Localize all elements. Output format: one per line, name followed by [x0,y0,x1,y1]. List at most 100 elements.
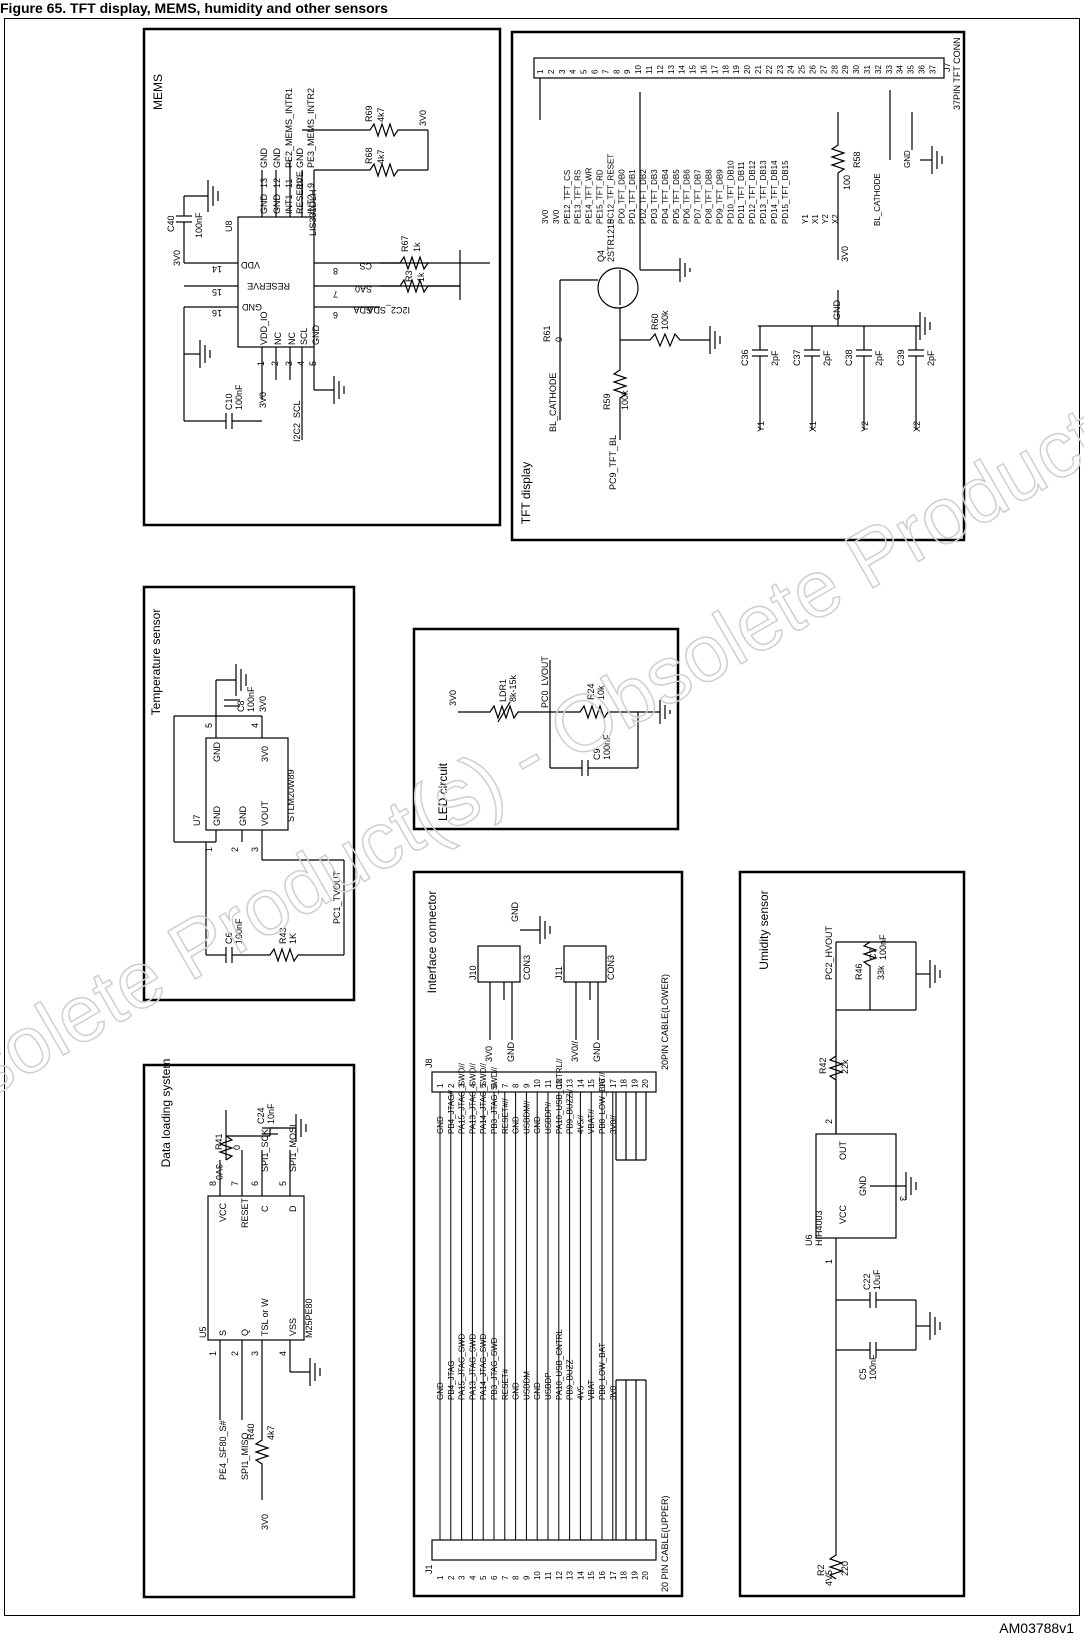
tft-r59-value: 100k [620,390,630,410]
mems-scl-net: I2C2_SCL [292,400,302,442]
mems-sda-net: I2C2_SDA [367,305,410,315]
data-pin-8-name: VCC [218,1202,228,1222]
iface-j1-pin-number: 11 [544,1571,553,1580]
tft-pin-number: 14 [678,65,687,74]
humid-in-net: 4V5 [824,1570,834,1586]
mems-gnd-10: GND [295,148,305,169]
iface-j8-pin-number: 15 [587,1079,596,1088]
iface-j8-name: 20PIN CABLE(LOWER) [660,974,670,1070]
iface-j1-pin-number: 15 [587,1571,596,1580]
tft-gnd-label: GND [832,300,842,321]
iface-j8-pin-number: 12 [555,1079,564,1088]
iface-j1-pin-number: 16 [598,1571,607,1580]
tft-title: TFT display [519,462,533,524]
tft-pin-number: 20 [743,65,752,74]
data-s-net: PE4_SF80_S# [218,1420,228,1480]
mems-pin-2-name: NC [273,332,283,345]
mems-pin-1-name: VDD_IO [259,311,269,345]
iface-j8-pin-number: 19 [630,1079,639,1088]
iface-j8-pin-number: 4 [468,1083,477,1088]
temp-pin-2-name: GND [238,806,248,827]
tft-net-label: PD15_TFT_DB15 [781,160,790,224]
mems-pin-1-num: 1 [256,361,266,366]
mems-pin-10-name: RESERVE [295,171,305,214]
tft-pin-number: 22 [765,65,774,74]
tft-c36-value: 2pF [770,350,780,366]
temp-out-net: PC1_TVOUT [332,870,342,924]
tft-pin-number: 36 [918,65,927,74]
mems-title: MEMS [151,74,165,110]
tft-pin-number: 23 [776,65,785,74]
iface-net-right: PB4_JTAG// [447,1089,456,1134]
iface-j8-pin-number: 1 [436,1083,445,1088]
tft-bl-net: PC9_TFT_BL [608,435,618,490]
mems-chip-part: LIS331DLH [308,189,318,236]
led-title: LED circuit [436,762,450,821]
led-panel-box [412,627,680,831]
data-pin-3-num: 3 [250,1351,260,1356]
iface-j8-pin-number: 10 [533,1079,542,1088]
led-c9-ref: C9 [592,748,602,760]
data-pin-2-name: Q [240,1329,250,1336]
iface-j1-ref: J1 [424,1564,434,1574]
tft-bl-cathode-left: BL_CATHODE [548,373,558,432]
tft-pin-number: 15 [689,65,698,74]
iface-j8-pin-number: 9 [522,1083,531,1088]
humid-pin-2-name: OUT [838,1141,848,1161]
iface-j8-pin-number: 7 [501,1083,510,1088]
iface-title: Interface connector [425,891,439,994]
led-r24-ref: R24 [586,683,596,700]
tft-pin-number: 5 [580,69,589,74]
iface-net-right: PB8_LOW_BAT// [598,1072,607,1134]
humid-panel-box [738,870,966,1598]
data-pin-4-name: VSS [288,1318,298,1336]
tft-pin-number: 8 [612,69,621,74]
tft-net-label: PD6_TFT_DB6 [683,169,692,224]
iface-j1-pin-number: 12 [555,1571,564,1580]
temp-r43-value: 1K [288,933,298,944]
tft-net-label: 3V0 [541,209,550,224]
iface-net-left: GND [512,1382,521,1400]
data-sck-net: SPI1_SCK [260,1129,270,1172]
iface-net-right: PA10_USB_CNTRL// [555,1058,564,1134]
led-r24-value: 10k [596,685,606,700]
led-v-net: 3V0 [448,690,458,706]
figure-frame [4,18,1080,1616]
iface-j10-body [477,945,521,983]
tft-pin-number: 30 [852,65,861,74]
humid-pin-2-num: 2 [824,1119,834,1124]
data-pin-8-num: 8 [208,1181,218,1186]
iface-net-right: GND [436,1116,445,1134]
iface-j8-pin-number: 11 [544,1079,553,1088]
iface-net-left: GND [436,1382,445,1400]
tft-r60-value: 100k [660,310,670,330]
tft-r59-ref: R59 [602,393,612,410]
mems-pin-5-num: 5 [308,361,318,366]
humid-c5-value: 100nF [868,1354,878,1380]
mems-pin-9-name: INT2 [306,194,316,214]
tft-net-label: PD1_TFT_DB1 [628,169,637,224]
iface-j10-ref: J10 [468,965,478,980]
humid-r42-ref: R42 [818,1057,828,1074]
tft-pin-number: 19 [732,65,741,74]
mems-pin-4-name: SCL [299,327,309,345]
iface-j1-pin-number: 10 [533,1571,542,1580]
tft-net-label: Y1 [801,214,810,224]
iface-net-right: GND [512,1116,521,1134]
iface-j10-net-3: GND [506,1042,516,1063]
data-r41-ref: R41 [214,1133,224,1150]
iface-j8-pin-number: 16 [598,1079,607,1088]
tft-pin-number: 24 [787,65,796,74]
temp-labels: U7 STLM20W89 GND GND GND VOUT 3V0 1 2 3 … [192,686,342,944]
tft-pin-number: 16 [700,65,709,74]
humid-labels: U6 HIH4003 VCC GND OUT 1 3 2 PC2_HVOUT 4… [804,925,908,1586]
data-chip-part: M25PE80 [304,1298,314,1338]
temp-panel-box [142,585,356,1002]
tft-cap-net-x2: X2 [912,421,922,432]
iface-j8-pin-number: 14 [576,1079,585,1088]
data-chip-body [207,1195,305,1341]
tft-pin-number: 13 [667,65,676,74]
iface-gnd-top: GND [510,902,520,923]
temp-pin-5-name: GND [212,742,222,763]
